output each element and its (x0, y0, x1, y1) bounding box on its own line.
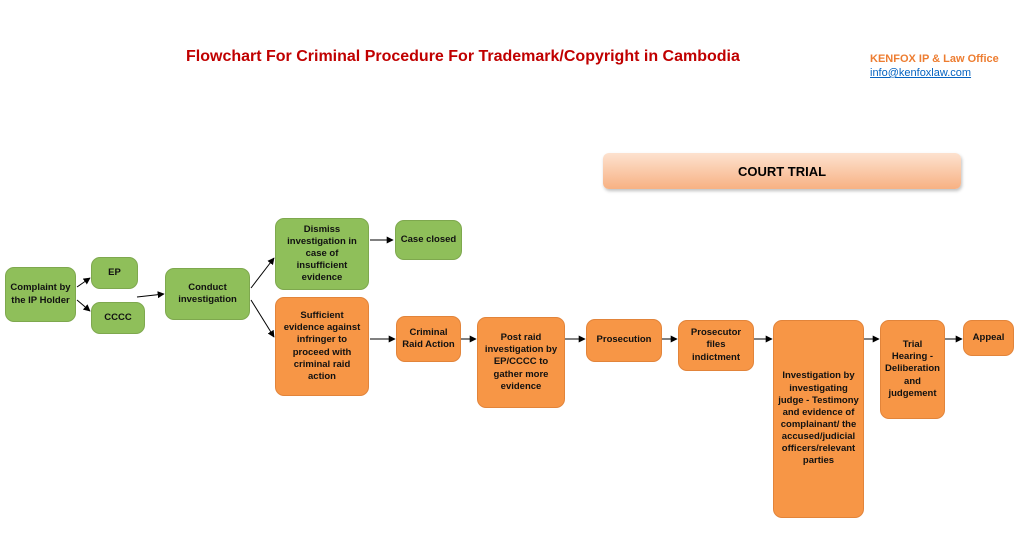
arrow-cccc-conduct (136, 291, 165, 299)
node-sufficient-evidence: Sufficient evidence against infringer to… (275, 297, 369, 396)
node-conduct-investigation: Conduct investigation (165, 268, 250, 320)
flowchart-title: Flowchart For Criminal Procedure For Tra… (186, 48, 740, 65)
node-prosecution-label: Prosecution (596, 334, 652, 346)
node-judge-label: Investigation by investigating judge - T… (778, 370, 859, 467)
node-ep: EP (91, 257, 138, 289)
node-cccc: CCCC (91, 302, 145, 334)
node-appeal-label: Appeal (972, 331, 1005, 343)
node-appeal: Appeal (963, 320, 1014, 356)
node-complaint: Complaint by the IP Holder (5, 267, 76, 322)
arrow-complaint-ep (76, 277, 91, 288)
node-complaint-label: Complaint by the IP Holder (10, 282, 71, 306)
node-sufficient-label: Sufficient evidence against infringer to… (283, 310, 361, 382)
node-case-closed: Case closed (395, 220, 462, 260)
node-criminal-raid-label: Criminal Raid Action (402, 326, 455, 350)
node-trial-hearing: Trial Hearing - Deliberation and judgeme… (880, 320, 945, 419)
court-trial-label: COURT TRIAL (737, 163, 827, 179)
node-conduct-label: Conduct investigation (178, 281, 237, 305)
node-indictment: Prosecutor files indictment (678, 320, 754, 371)
node-post-raid: Post raid investigation by EP/CCCC to ga… (477, 317, 565, 408)
node-ep-label: EP (108, 266, 121, 278)
arrow-complaint-cccc (76, 299, 91, 312)
node-dismiss-investigation: Dismiss investigation in case of insuffi… (275, 218, 369, 290)
node-indictment-label: Prosecutor files indictment (690, 327, 742, 363)
node-judge-investigation: Investigation by investigating judge - T… (773, 320, 864, 518)
node-dismiss-label: Dismiss investigation in case of insuffi… (287, 223, 357, 284)
node-case-closed-label: Case closed (400, 233, 457, 245)
node-trial-label: Trial Hearing - Deliberation and judgeme… (885, 339, 940, 399)
arrow-conduct-dismiss (250, 257, 275, 289)
court-trial-banner: COURT TRIAL (603, 153, 961, 189)
node-criminal-raid: Criminal Raid Action (396, 316, 461, 362)
node-post-raid-label: Post raid investigation by EP/CCCC to ga… (484, 332, 558, 392)
email-link[interactable]: info@kenfoxlaw.com (870, 67, 972, 79)
org-name: KENFOX IP & Law Office (870, 53, 999, 65)
node-prosecution: Prosecution (586, 319, 662, 362)
arrow-conduct-sufficient (250, 299, 275, 338)
node-cccc-label: CCCC (104, 311, 132, 323)
